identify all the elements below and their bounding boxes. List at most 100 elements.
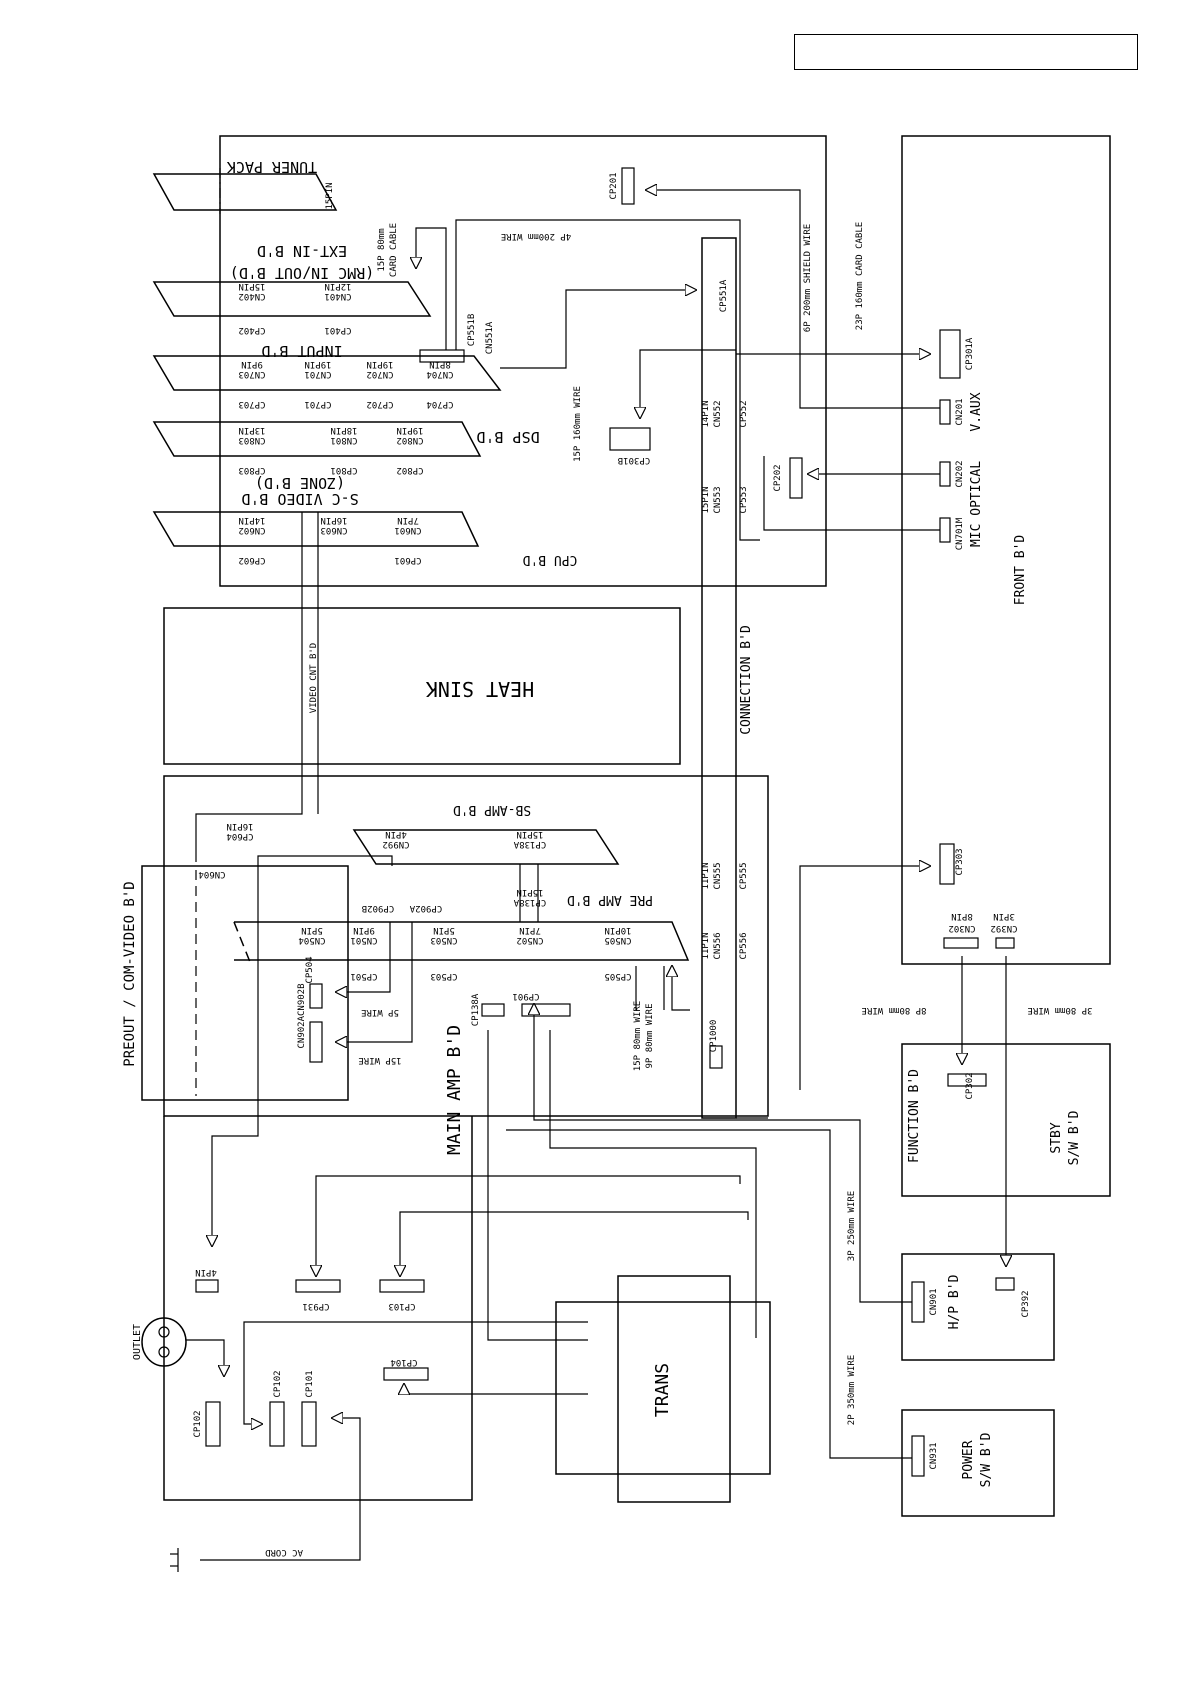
cn603-pins: 16PIN bbox=[320, 515, 347, 525]
cn504-label: CN504 bbox=[298, 935, 325, 945]
cp604-label: CP604 bbox=[226, 831, 253, 841]
cn401-label: CN401 bbox=[324, 291, 351, 301]
cp301b-block bbox=[609, 427, 651, 451]
cp703-label: CP703 bbox=[238, 399, 265, 409]
cp392-block bbox=[995, 1277, 1015, 1291]
cn555-pins: 11PIN bbox=[701, 862, 711, 889]
cn601-pins: 7PIN bbox=[397, 515, 419, 525]
dsp-label: DSP B'D bbox=[476, 428, 539, 446]
wire-cp104 bbox=[404, 1384, 588, 1394]
cn901-label: CN901 bbox=[929, 1288, 939, 1315]
wire-cp901 bbox=[549, 1030, 757, 1338]
cp138a3-label: CP138A bbox=[471, 993, 481, 1026]
cn392-block bbox=[995, 937, 1015, 949]
cp931-label: CP931 bbox=[302, 1301, 329, 1311]
main-amp-board-outline bbox=[163, 775, 769, 1117]
wire-3p250 bbox=[534, 1004, 912, 1303]
cn604-label: CN604 bbox=[198, 869, 225, 879]
preout-board-outline bbox=[141, 865, 349, 1101]
cn551a-label: CN551A bbox=[485, 321, 495, 354]
cp102b-label: CP102 bbox=[273, 1370, 283, 1397]
4pin-block bbox=[195, 1279, 219, 1293]
cp701-label: CP701 bbox=[304, 399, 331, 409]
mic-optical-label: MIC OPTICAL bbox=[969, 461, 984, 547]
wire-9p80-label: 9P 80mm WIRE bbox=[645, 1003, 655, 1068]
cp504-label: CP504 bbox=[305, 956, 315, 983]
wire-3p250-label: 3P 250mm WIRE bbox=[847, 1191, 857, 1261]
wire-6p200-label: 6P 200mm SHIELD WIRE bbox=[803, 224, 813, 332]
wire-video-cnt bbox=[195, 512, 303, 862]
wire-15p-label: 15P WIRE bbox=[358, 1055, 401, 1065]
cn505-pins: 10PIN bbox=[604, 925, 631, 935]
cp104-label: CP104 bbox=[390, 1357, 417, 1367]
cp201-label: CP201 bbox=[609, 172, 619, 199]
cn302-pins: 8PIN bbox=[951, 911, 973, 921]
cn931-block bbox=[911, 1435, 925, 1477]
wire-15p bbox=[336, 922, 413, 1042]
outlet-label: OUTLET bbox=[132, 1324, 143, 1360]
cn803-label: CN803 bbox=[238, 435, 265, 445]
cp103-label: CP103 bbox=[388, 1301, 415, 1311]
cn992-pins: 4PIN bbox=[385, 829, 407, 839]
ext-in-outline bbox=[152, 281, 432, 317]
wire-2p350-label: 2P 350mm WIRE bbox=[847, 1355, 857, 1425]
cn401-pins: 12PIN bbox=[324, 281, 351, 291]
cp102b-block bbox=[269, 1401, 285, 1447]
cp103-block bbox=[379, 1279, 425, 1293]
input-board-outline bbox=[152, 355, 502, 391]
cn504-pins: 5PIN bbox=[301, 925, 323, 935]
rmc-label: (RMC IN/OUT B'D) bbox=[230, 264, 375, 282]
preout-label: PREOUT / COM-VIDEO B'D bbox=[122, 881, 138, 1066]
cn553-pins: 15PIN bbox=[701, 486, 711, 513]
wire-ac-cord bbox=[200, 1418, 361, 1561]
cp1000-block bbox=[709, 1045, 723, 1069]
cp803-label: CP803 bbox=[238, 465, 265, 475]
stby-label-1: STBY bbox=[1049, 1122, 1064, 1153]
wire-cp551b bbox=[416, 227, 447, 350]
cp902a-label: CP902A bbox=[409, 903, 442, 913]
cn555-label: CN555 bbox=[713, 862, 723, 889]
cn402-pins: 15PIN bbox=[238, 281, 265, 291]
cp604-pins: 16PIN bbox=[226, 821, 253, 831]
video-cnt-label: VIDEO CNT B'D bbox=[309, 643, 319, 713]
cn703-pins: 9PIN bbox=[241, 359, 263, 369]
cn392-pins: 3PIN bbox=[993, 911, 1015, 921]
wire-5p-label: 5P WIRE bbox=[361, 1007, 399, 1017]
wire-3p80-label: 3P 80mm WIRE bbox=[1027, 1005, 1092, 1015]
cp302-label: CP302 bbox=[965, 1072, 975, 1099]
cp201-block bbox=[621, 167, 635, 205]
function-label: FUNCTION B'D bbox=[907, 1069, 922, 1163]
cn902-label: CN902ACN902B bbox=[297, 983, 307, 1048]
wire-cp102b bbox=[243, 1321, 588, 1424]
cn931-label: CN931 bbox=[929, 1442, 939, 1469]
trans-frame-outline bbox=[555, 1301, 771, 1475]
cp202-block bbox=[789, 457, 803, 499]
connection-label: CONNECTION B'D bbox=[739, 625, 754, 735]
cp556-label: CP556 bbox=[739, 932, 749, 959]
cn501-label: CN501 bbox=[350, 935, 377, 945]
cn801-pins: 18PIN bbox=[330, 425, 357, 435]
cn302-label: CN302 bbox=[948, 923, 975, 933]
cp602-label: CP602 bbox=[238, 555, 265, 565]
hp-label: H/P B'D bbox=[947, 1274, 962, 1329]
cn552-pins: 14PIN bbox=[701, 400, 711, 427]
cp138a2-label: CP138A bbox=[513, 897, 546, 907]
cn701-label: CN701 bbox=[304, 369, 331, 379]
hp-board-outline bbox=[901, 1253, 1055, 1361]
wiring bbox=[170, 168, 1006, 1572]
wire-4pin bbox=[212, 855, 393, 1246]
cn704-label: CN704 bbox=[426, 369, 453, 379]
cn201-label: CN201 bbox=[955, 398, 965, 425]
cp801-label: CP801 bbox=[330, 465, 357, 475]
cn802-pins: 19PIN bbox=[396, 425, 423, 435]
ac-cord-label: AC CORD bbox=[265, 1547, 303, 1557]
cpu-board-outline bbox=[219, 135, 827, 587]
wire-23p160-label: 23P 160mm CARD CABLE bbox=[855, 222, 865, 330]
cp501-label: CP501 bbox=[350, 971, 377, 981]
connection-board-outline bbox=[701, 237, 737, 1119]
cn992-label: CN992 bbox=[382, 839, 409, 849]
cp601-label: CP601 bbox=[394, 555, 421, 565]
cp1000-label: CP1000 bbox=[709, 1020, 719, 1053]
svideo-label: S-C VIDEO B'D bbox=[241, 490, 358, 508]
front-label: FRONT B'D bbox=[1013, 535, 1028, 606]
